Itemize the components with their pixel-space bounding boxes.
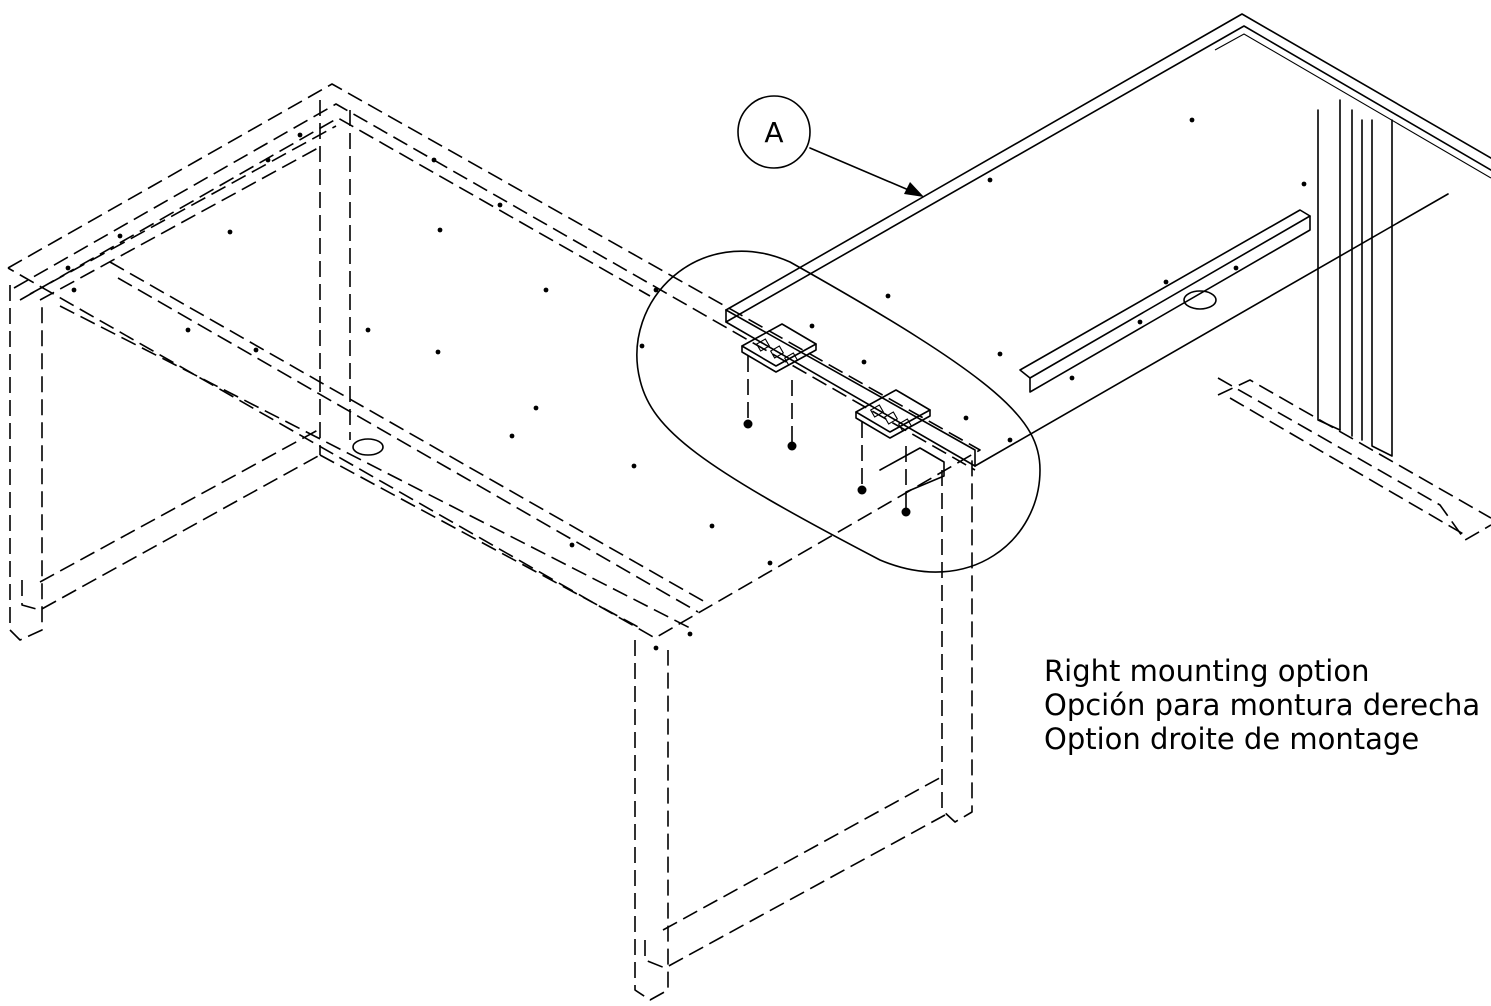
- mounting-brackets: [741, 323, 945, 493]
- caption-line-fr: Option droite de montage: [1044, 722, 1420, 756]
- callout-circle: [737, 95, 811, 169]
- right-desk: [725, 13, 1491, 541]
- right-desk-holes: [639, 117, 1307, 443]
- grommet-icon: [1183, 290, 1217, 310]
- detail-outline: [636, 250, 1041, 573]
- callout-label: A: [764, 116, 783, 149]
- left-desk-holes: [65, 132, 773, 651]
- callout-a: A: [737, 95, 924, 197]
- caption-line-es: Opción para montura derecha: [1044, 688, 1481, 722]
- screws: [743, 356, 911, 517]
- glide-icon: [352, 438, 384, 456]
- arrow-head-icon: [904, 182, 924, 197]
- caption-line-en: Right mounting option: [1044, 654, 1370, 688]
- mounting-caption: Right mounting option Opción para montur…: [1044, 654, 1480, 756]
- left-desk-outline: [7, 83, 981, 1001]
